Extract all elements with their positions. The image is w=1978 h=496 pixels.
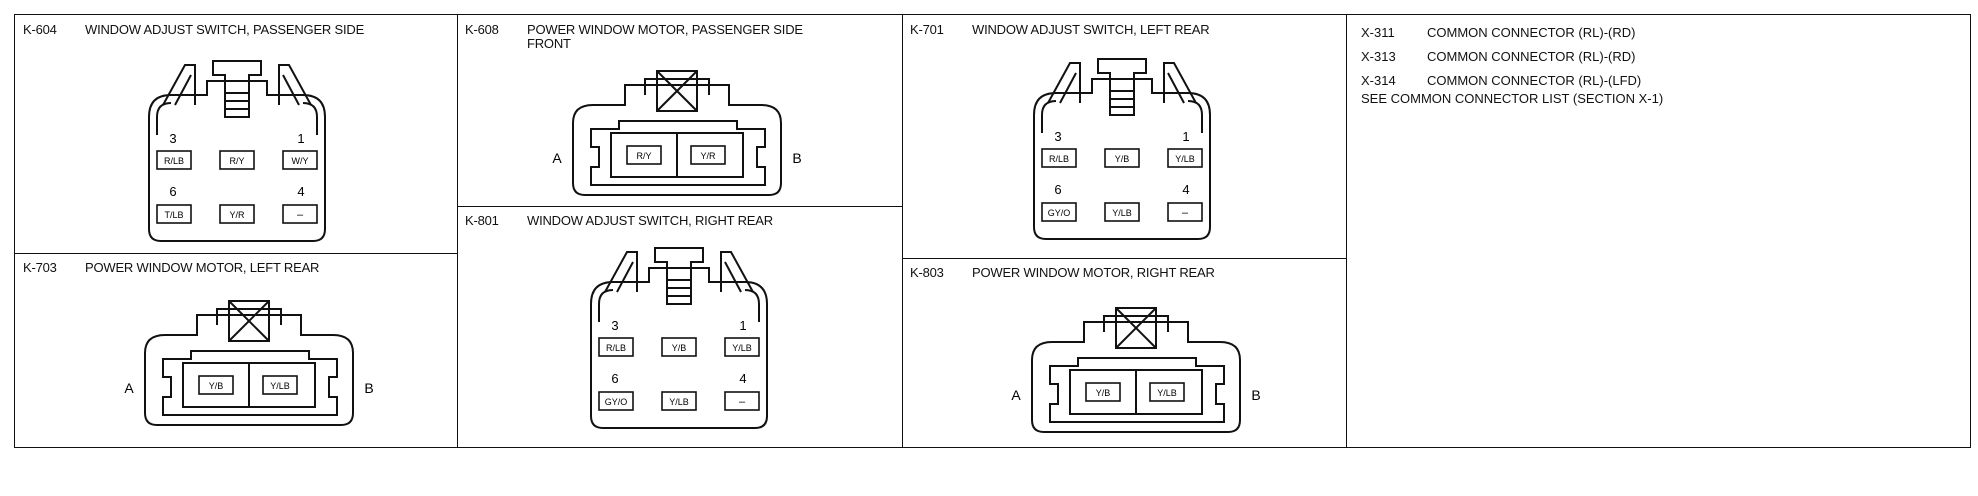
- wire-label: R/Y: [229, 156, 244, 166]
- connector-sheet: K-604 WINDOW ADJUST SWITCH, PASSENGER SI…: [14, 14, 1971, 448]
- switch-connector-diagram: 3 1 6 4 R/LB R/Y W/Y T/LB Y/R –: [148, 60, 326, 242]
- connector-description: COMMON CONNECTOR (RL)-(LFD): [1427, 73, 1642, 88]
- connector-code: K-608: [465, 22, 499, 37]
- wire-label: Y/B: [209, 381, 224, 391]
- wire-label: W/Y: [292, 156, 309, 166]
- connector-description: COMMON CONNECTOR (RL)-(RD): [1427, 49, 1636, 64]
- pin-number: 3: [1054, 129, 1061, 144]
- row-divider: [902, 258, 1346, 259]
- wire-label: R/Y: [636, 151, 651, 161]
- side-label: B: [364, 380, 373, 396]
- connector-code: K-703: [23, 260, 57, 275]
- common-connector-note: SEE COMMON CONNECTOR LIST (SECTION X-1): [1361, 91, 1664, 106]
- wire-label: Y/B: [1115, 154, 1130, 164]
- connector-title-line2: FRONT: [527, 36, 571, 51]
- pin-number: 3: [611, 318, 618, 333]
- connector-title: WINDOW ADJUST SWITCH, PASSENGER SIDE: [85, 22, 365, 37]
- column-divider: [902, 15, 903, 447]
- wire-label: R/LB: [164, 156, 184, 166]
- side-label: A: [1011, 387, 1021, 403]
- wire-label: Y/B: [672, 343, 687, 353]
- pin-number: 1: [1182, 129, 1189, 144]
- pin-number: 4: [739, 371, 746, 386]
- connector-description: COMMON CONNECTOR (RL)-(RD): [1427, 25, 1636, 40]
- wire-label: –: [1182, 207, 1189, 219]
- wire-label: Y/R: [700, 151, 716, 161]
- connector-code: X-314: [1361, 73, 1396, 88]
- pin-number: 6: [1054, 182, 1061, 197]
- panel-k608: K-608 POWER WINDOW MOTOR, PASSENGER SIDE…: [457, 15, 902, 206]
- connector-title: POWER WINDOW MOTOR, RIGHT REAR: [972, 265, 1215, 280]
- wire-label: Y/R: [229, 210, 245, 220]
- panel-k701: K-701 WINDOW ADJUST SWITCH, LEFT REAR 3 …: [902, 15, 1346, 258]
- wire-label: Y/B: [1096, 388, 1111, 398]
- pin-number: 3: [169, 131, 176, 146]
- wire-label: Y/LB: [1112, 208, 1132, 218]
- wire-label: Y/LB: [270, 381, 290, 391]
- pin-number: 6: [611, 371, 618, 386]
- connector-title: POWER WINDOW MOTOR, LEFT REAR: [85, 260, 320, 275]
- connector-code: K-604: [23, 22, 57, 37]
- wire-label: Y/LB: [1157, 388, 1177, 398]
- connector-title: WINDOW ADJUST SWITCH, RIGHT REAR: [527, 213, 773, 228]
- pin-number: 1: [297, 131, 304, 146]
- column-divider: [457, 15, 458, 447]
- panel-k803: K-803 POWER WINDOW MOTOR, RIGHT REAR A B…: [902, 258, 1346, 449]
- switch-connector-diagram: 3 1 6 4 R/LB Y/B Y/LB GY/O Y/LB –: [1033, 58, 1211, 240]
- pin-number: 4: [297, 184, 304, 199]
- wire-label: T/LB: [164, 210, 183, 220]
- side-label: A: [552, 150, 562, 166]
- side-label: A: [124, 380, 134, 396]
- side-label: B: [1251, 387, 1260, 403]
- connector-code: K-801: [465, 213, 499, 228]
- switch-connector-diagram: 3 1 6 4 R/LB Y/B Y/LB GY/O Y/LB –: [590, 247, 768, 429]
- connector-code: X-313: [1361, 49, 1396, 64]
- pin-number: 1: [739, 318, 746, 333]
- wire-label: –: [739, 396, 746, 408]
- row-divider: [457, 206, 902, 207]
- motor-connector-diagram: A B Y/B Y/LB: [124, 300, 374, 426]
- wire-label: R/LB: [606, 343, 626, 353]
- connector-title: POWER WINDOW MOTOR, PASSENGER SIDE: [527, 22, 803, 37]
- pin-number: 6: [169, 184, 176, 199]
- motor-connector-diagram: A B R/Y Y/R: [552, 70, 802, 196]
- wire-label: Y/LB: [1175, 154, 1195, 164]
- wire-label: GY/O: [605, 397, 628, 407]
- connector-title: WINDOW ADJUST SWITCH, LEFT REAR: [972, 22, 1210, 37]
- wire-label: Y/LB: [669, 397, 689, 407]
- panel-k604: K-604 WINDOW ADJUST SWITCH, PASSENGER SI…: [15, 15, 457, 253]
- row-divider: [15, 253, 457, 254]
- connector-code: K-803: [910, 265, 944, 280]
- column-divider: [1346, 15, 1347, 447]
- wire-label: R/LB: [1049, 154, 1069, 164]
- wire-label: Y/LB: [732, 343, 752, 353]
- connector-code: X-311: [1361, 25, 1395, 40]
- motor-connector-diagram: A B Y/B Y/LB: [1011, 307, 1261, 433]
- connector-code: K-701: [910, 22, 944, 37]
- pin-number: 4: [1182, 182, 1189, 197]
- wire-label: GY/O: [1048, 208, 1071, 218]
- wire-label: –: [297, 209, 304, 221]
- panel-k801: K-801 WINDOW ADJUST SWITCH, RIGHT REAR 3…: [457, 206, 902, 449]
- side-label: B: [792, 150, 801, 166]
- panel-k703: K-703 POWER WINDOW MOTOR, LEFT REAR A B …: [15, 253, 457, 449]
